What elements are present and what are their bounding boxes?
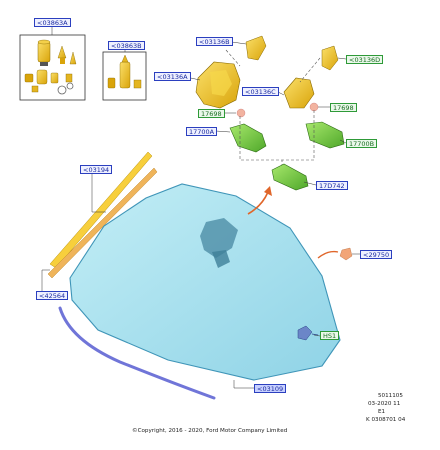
info-line-4: K 0308701 04 xyxy=(366,417,406,423)
label-17700a[interactable]: 17700A xyxy=(186,127,218,136)
copyright: ©Copyright, 2016 - 2020, Ford Motor Comp… xyxy=(132,428,288,434)
label-03863a[interactable]: <03863A xyxy=(34,18,71,27)
arrow-to-mirror-head xyxy=(264,186,272,196)
arrow-to-mirror xyxy=(247,191,269,215)
arrow-to-clip xyxy=(317,250,339,259)
label-03863b[interactable]: <03863B xyxy=(108,41,145,50)
mirror-cover-03136c xyxy=(283,77,315,109)
info-line-3: E1 xyxy=(378,409,386,415)
rear-view-mirror-17d742 xyxy=(271,163,309,191)
clip-29750 xyxy=(339,247,353,261)
lower-moulding-03109 xyxy=(58,306,216,400)
label-03194[interactable]: <03194 xyxy=(80,165,113,174)
label-03136c[interactable]: <03136C xyxy=(242,87,279,96)
label-hs1[interactable]: HS1 xyxy=(320,331,340,340)
label-42564[interactable]: <42564 xyxy=(36,291,69,300)
connector-17698-right xyxy=(309,102,319,112)
label-03109[interactable]: <03109 xyxy=(254,384,287,393)
bracket-hs1 xyxy=(297,325,319,341)
connector-17698-left xyxy=(236,108,246,118)
sensor-17700a xyxy=(229,123,267,153)
mirror-mount-03136b xyxy=(245,35,267,61)
kit-b-box xyxy=(102,51,147,101)
label-17700b[interactable]: 17700B xyxy=(346,139,378,148)
info-line-2: 03-2020 11 xyxy=(368,401,401,407)
label-03136b[interactable]: <03136B xyxy=(196,37,233,46)
mirror-cover-03136a xyxy=(195,61,241,109)
label-29750[interactable]: <29750 xyxy=(360,250,393,259)
info-line-1: 5011105 xyxy=(378,393,403,399)
label-03136d[interactable]: <03136D xyxy=(346,55,384,64)
label-17698-right[interactable]: 17698 xyxy=(330,103,357,112)
label-03136a[interactable]: <03136A xyxy=(154,72,191,81)
windscreen-glass xyxy=(69,183,341,381)
label-17698-left[interactable]: 17698 xyxy=(198,109,225,118)
sensor-17700b xyxy=(305,121,345,149)
upper-trim-03194 xyxy=(47,151,158,279)
assembly-dashes xyxy=(225,49,321,168)
label-17d742[interactable]: 17D742 xyxy=(316,181,348,190)
kit-a-box xyxy=(19,34,86,101)
mirror-mount-03136d xyxy=(321,45,339,71)
